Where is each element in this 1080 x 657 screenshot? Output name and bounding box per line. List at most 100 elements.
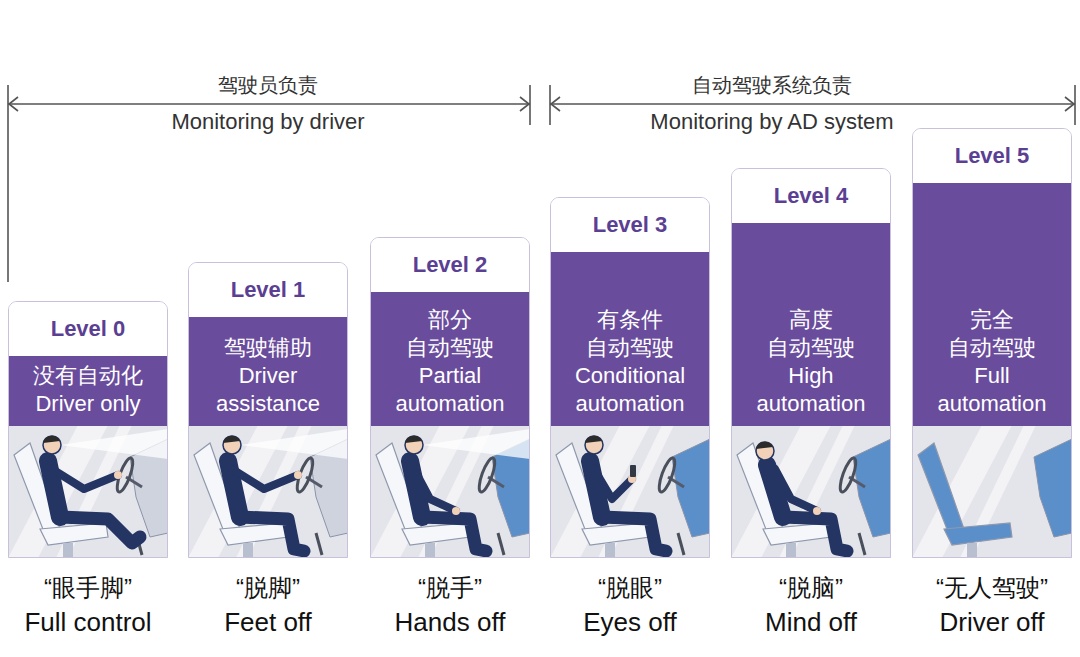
legs <box>60 517 140 543</box>
bracket-line <box>8 103 530 105</box>
dashboard <box>853 439 891 537</box>
level-header: Level 1 <box>189 263 347 317</box>
level-header: Level 4 <box>732 169 890 223</box>
bracket-line <box>550 103 1075 105</box>
head <box>405 436 423 454</box>
hair <box>223 436 240 443</box>
cabin-ground <box>731 425 891 558</box>
arm <box>594 469 632 499</box>
seat-base <box>786 543 796 558</box>
head <box>223 436 241 454</box>
caption-block: “无人驾驶”Driver off <box>883 571 1080 639</box>
hand <box>452 507 460 515</box>
seat-cushion <box>402 523 470 545</box>
pedal <box>316 533 322 555</box>
level-title: Level 0 <box>51 316 126 342</box>
bracket-tick <box>1074 85 1076 125</box>
caption-zh: “脱脑” <box>702 571 920 605</box>
arm <box>232 469 298 489</box>
pedal <box>859 533 865 555</box>
caption-en: Eyes off <box>521 605 739 639</box>
band-text-wrap: 高度 自动驾驶High automation <box>732 300 890 426</box>
arm <box>52 469 118 489</box>
seat-back <box>918 443 964 537</box>
caption-block: “脱手”Hands off <box>341 571 559 639</box>
caption-zh: “眼手脚” <box>0 571 197 605</box>
band-text-wrap: 驾驶辅助Driver assistance <box>189 328 347 426</box>
legs <box>422 517 486 551</box>
level-name-en: Partial automation <box>396 362 505 418</box>
bracket-arrowhead <box>9 97 18 111</box>
level-name-zh: 完全 自动驾驶 <box>948 306 1036 362</box>
level-name-en: Conditional automation <box>575 362 685 418</box>
hand <box>294 471 302 479</box>
level-title: Level 2 <box>413 252 488 278</box>
hair <box>585 436 602 443</box>
seat-cushion <box>582 523 650 545</box>
steering-wheel <box>656 456 678 493</box>
level-name-zh: 驾驶辅助 <box>224 334 312 362</box>
seat-cushion <box>40 523 108 545</box>
sight-lines <box>60 429 168 459</box>
level-header: Level 2 <box>371 238 529 292</box>
steering-wheel <box>294 456 316 493</box>
cabin-ground <box>370 425 530 558</box>
car-illustration <box>550 425 710 558</box>
level-name-zh: 没有自动化 <box>13 362 163 390</box>
seat-base <box>243 543 253 558</box>
level-title: Level 4 <box>774 183 849 209</box>
band-text-wrap: 部分 自动驾驶Partial automation <box>371 300 529 426</box>
legs <box>240 517 304 551</box>
level-band: 部分 自动驾驶Partial automation <box>371 292 529 426</box>
head <box>43 436 61 454</box>
steering-wheel <box>114 456 136 493</box>
sight-lines <box>240 429 348 459</box>
seat-back <box>194 443 240 537</box>
level-card: Level 5完全 自动驾驶Full automation“无人驾驶”Drive… <box>912 128 1072 558</box>
seat-base <box>967 543 977 558</box>
dashboard <box>1034 439 1072 537</box>
seat-base <box>605 543 615 558</box>
caption-en: Hands off <box>341 605 559 639</box>
cabin-ground <box>550 425 710 558</box>
level-title: Level 1 <box>231 277 306 303</box>
dashboard <box>672 439 710 537</box>
legs <box>783 517 847 551</box>
cabin-ground <box>912 425 1072 558</box>
pedal <box>678 533 684 555</box>
caption-en: Feet off <box>159 605 377 639</box>
seat-cushion <box>220 523 288 545</box>
level-band: 有条件 自动驾驶Conditional automation <box>551 252 709 426</box>
car-illustration <box>188 425 348 558</box>
level-name-zh: 部分 自动驾驶 <box>406 306 494 362</box>
band-text-wrap: 没有自动化Driver only <box>9 356 167 426</box>
caption-block: “脱脚”Feet off <box>159 571 377 639</box>
caption-en: Driver off <box>883 605 1080 639</box>
level-band: 驾驶辅助Driver assistance <box>189 317 347 426</box>
bracket-arrowhead <box>1065 97 1074 111</box>
hand <box>813 507 821 515</box>
level-header: Level 3 <box>551 198 709 252</box>
bracket-label: Monitoring by AD system <box>646 109 897 134</box>
band-text-wrap: 有条件 自动驾驶Conditional automation <box>551 300 709 426</box>
level-name-en: Driver only <box>13 390 163 418</box>
level-header: Level 0 <box>9 302 167 356</box>
level-band: 完全 自动驾驶Full automation <box>913 183 1071 426</box>
seat-back <box>737 443 783 537</box>
caption-zh: “无人驾驶” <box>883 571 1080 605</box>
phone <box>630 465 636 477</box>
level-title: Level 3 <box>593 212 668 238</box>
car-illustration <box>370 425 530 558</box>
bracket-tick <box>529 85 531 125</box>
level-band: 没有自动化Driver only <box>9 356 167 426</box>
caption-en: Full control <box>0 605 197 639</box>
hair <box>43 436 60 443</box>
level-card: Level 4高度 自动驾驶High automation“脱脑”Mind of… <box>731 168 891 558</box>
level-name-zh: 高度 自动驾驶 <box>767 306 855 362</box>
level-card: Level 0没有自动化Driver only“眼手脚”Full control <box>8 301 168 558</box>
level-name-en: High automation <box>757 362 866 418</box>
band-text-wrap: 完全 自动驾驶Full automation <box>913 300 1071 426</box>
bracket-label: Monitoring by driver <box>167 109 368 134</box>
